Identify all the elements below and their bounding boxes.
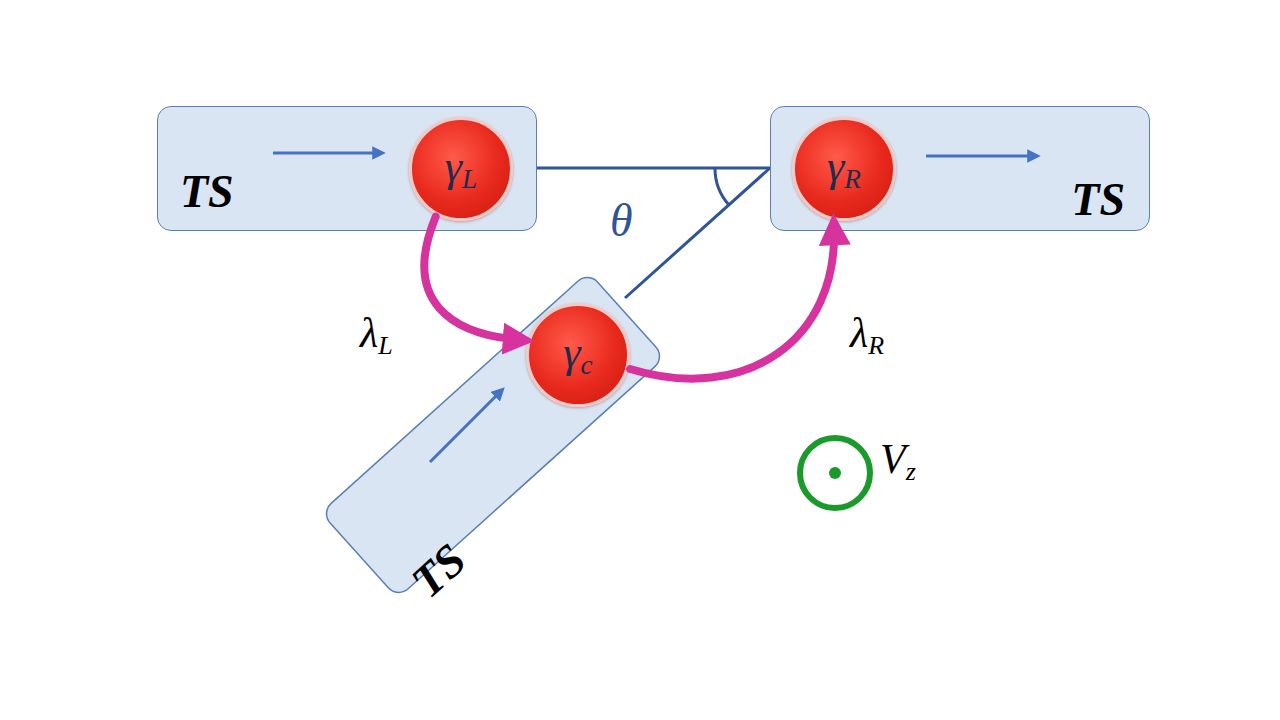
hopping-arrow — [630, 226, 834, 379]
ts-wire-box: TS γL — [157, 106, 537, 231]
reference-line — [537, 167, 770, 170]
coupling-label: λR — [850, 312, 884, 359]
reference-line — [625, 168, 770, 298]
coupling-label: λL — [360, 312, 393, 359]
region-label: TS — [180, 169, 234, 215]
field-label: Vz — [880, 438, 916, 485]
majorana-label: γR — [827, 145, 861, 193]
field-dot — [829, 467, 841, 479]
direction-line — [273, 152, 379, 155]
majorana-circle: γc — [526, 303, 630, 407]
angle-arc — [715, 168, 729, 205]
majorana-circle: γL — [409, 117, 513, 221]
box-shape — [321, 272, 665, 598]
direction-line — [430, 392, 500, 462]
majorana-label: γL — [445, 145, 478, 193]
direction-line — [926, 155, 1034, 158]
majorana-label: γc — [563, 331, 592, 379]
field-symbol — [800, 438, 870, 508]
hopping-arrow — [424, 217, 522, 340]
angle-label: θ — [610, 198, 633, 244]
region-label: TS — [1071, 177, 1125, 223]
ts-wire-box: TS γR — [770, 106, 1150, 231]
majorana-circle: γR — [792, 117, 896, 221]
